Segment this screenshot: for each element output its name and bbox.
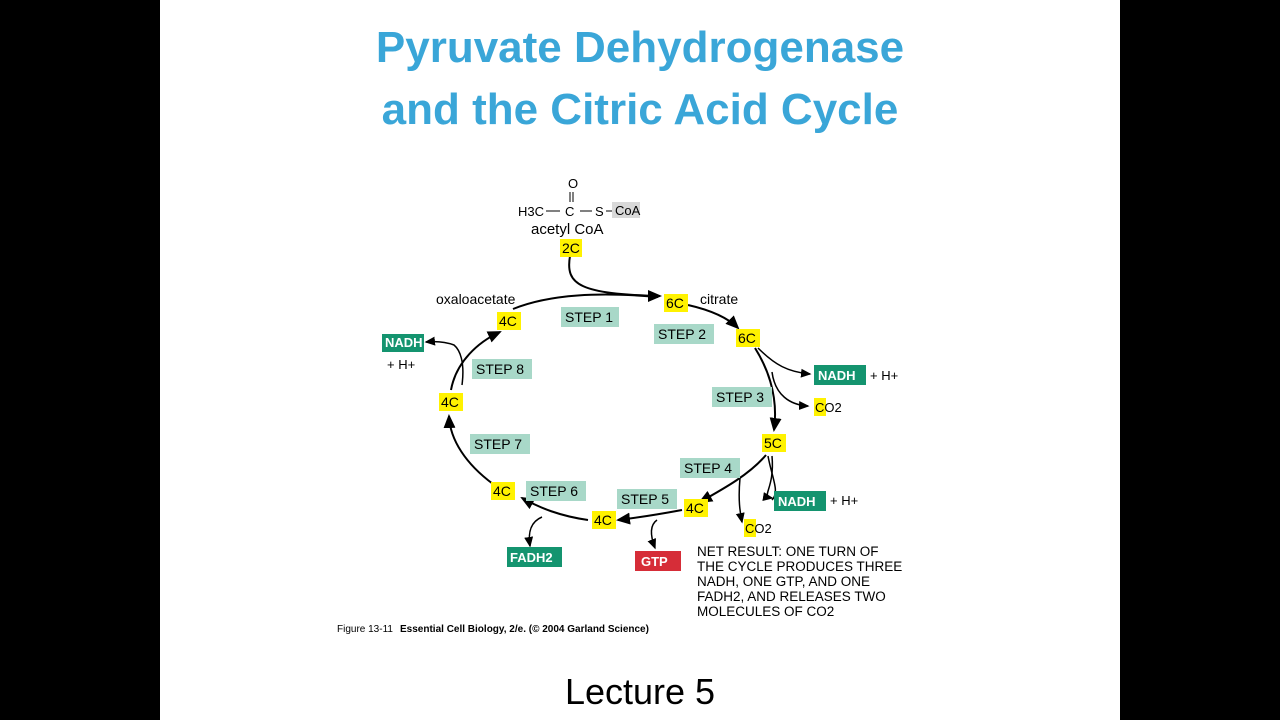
nadh-label-step8: NADH <box>385 335 423 350</box>
nadh-box-step8 <box>382 334 424 352</box>
carbon-box-citrate <box>664 294 688 312</box>
nadh-label-step4: NADH <box>778 494 816 509</box>
co2-label-step3: CO2 <box>815 400 842 415</box>
carbon-count-isocitrate: 6C <box>738 330 756 346</box>
carbon-box-isocitrate <box>736 329 760 347</box>
step-box-3 <box>712 387 772 407</box>
carbon-box-acetyl <box>560 239 582 257</box>
carbon-count-fumarate: 4C <box>493 483 511 499</box>
step-8-label: STEP 8 <box>476 361 524 377</box>
step-box-2 <box>654 324 714 344</box>
oxaloacetate-label: oxaloacetate <box>436 291 516 307</box>
co2-label-step4: CO2 <box>745 521 772 536</box>
nadh-box-step3 <box>814 365 866 385</box>
net-result-line-5: MOLECULES OF CO2 <box>697 604 834 619</box>
carbon-box-succinyl-coa <box>684 499 708 517</box>
acetyl-coa-label: acetyl CoA <box>531 221 604 238</box>
step-6-label: STEP 6 <box>530 483 578 499</box>
slide: Pyruvate Dehydrogenase and the Citric Ac… <box>160 0 1120 720</box>
methyl-group: H3C <box>518 204 544 219</box>
net-result-line-4: FADH2, AND RELEASES TWO <box>697 589 886 604</box>
step-box-8 <box>472 359 532 379</box>
products: NADH + H+ CO2 NADH + H+ CO2 GTP FADH2 NA… <box>382 334 898 571</box>
h-plus-step3: + H+ <box>870 368 898 383</box>
carbon-count-ketoglutarate: 5C <box>764 435 782 451</box>
cycle-arrows <box>443 255 782 525</box>
step-box-1 <box>561 307 619 327</box>
step-box-6 <box>526 481 586 501</box>
carbon-box-fumarate <box>491 482 515 500</box>
carbon-count-malate: 4C <box>441 394 459 410</box>
carbon-count-succinyl-coa: 4C <box>686 500 704 516</box>
step-boxes: STEP 1 STEP 2 STEP 3 STEP 4 STEP 5 STEP … <box>470 307 772 509</box>
co2-highlight-step3 <box>814 398 826 416</box>
step-5-label: STEP 5 <box>621 491 669 507</box>
step-2-label: STEP 2 <box>658 326 706 342</box>
carbon-count-succinate: 4C <box>594 512 612 528</box>
figure-number: Figure 13-11 <box>337 624 393 635</box>
carbon-count-acetyl: 2C <box>562 240 580 256</box>
step-3-label: STEP 3 <box>716 389 764 405</box>
carbon-boxes: 2C 6C 6C 5C 4C 4C 4C 4C 4C <box>439 239 786 529</box>
slide-title-line-2: and the Citric Acid Cycle <box>381 85 899 134</box>
fadh2-label: FADH2 <box>510 550 553 565</box>
carbon-box-malate <box>439 393 463 411</box>
carbon-box-oxaloacetate <box>497 312 521 330</box>
citric-acid-cycle-diagram: O H3C C S CoA acetyl CoA <box>337 176 902 635</box>
slide-subtitle: Lecture 5 <box>564 671 716 712</box>
nadh-label-step3: NADH <box>818 368 856 383</box>
h-plus-step4: + H+ <box>830 493 858 508</box>
net-result-line-1: NET RESULT: ONE TURN OF <box>697 544 879 559</box>
acetyl-coa-structure: O H3C C S CoA acetyl CoA <box>518 176 641 238</box>
product-arrows <box>424 336 812 550</box>
step-7-label: STEP 7 <box>474 436 522 452</box>
coa-box <box>612 202 640 218</box>
carbonyl-oxygen: O <box>568 176 578 191</box>
step-1-label: STEP 1 <box>565 309 613 325</box>
net-result: NET RESULT: ONE TURN OF THE CYCLE PRODUC… <box>697 544 902 619</box>
coa-label: CoA <box>615 203 641 218</box>
step-box-5 <box>617 489 677 509</box>
carbon-box-succinate <box>592 511 616 529</box>
co2-highlight-step4 <box>744 519 756 537</box>
step-4-label: STEP 4 <box>684 460 732 476</box>
sulfur-atom: S <box>595 204 604 219</box>
net-result-line-2: THE CYCLE PRODUCES THREE <box>697 559 902 574</box>
gtp-box <box>635 551 681 571</box>
figure-source: Essential Cell Biology, 2/e. (© 2004 Gar… <box>400 624 649 635</box>
nadh-box-step4 <box>774 491 826 511</box>
net-result-line-3: NADH, ONE GTP, AND ONE <box>697 574 870 589</box>
slide-title-line-1: Pyruvate Dehydrogenase <box>375 23 905 72</box>
citrate-label: citrate <box>700 291 738 307</box>
step-box-7 <box>470 434 530 454</box>
h-plus-step8: + H+ <box>387 357 415 372</box>
carbon-box-ketoglutarate <box>762 434 786 452</box>
gtp-label: GTP <box>641 554 668 569</box>
fadh2-box <box>507 547 562 567</box>
step-box-4 <box>680 458 740 478</box>
carbon-count-oxaloacetate: 4C <box>499 313 517 329</box>
carbon-count-citrate: 6C <box>666 295 684 311</box>
carbonyl-carbon: C <box>565 204 574 219</box>
